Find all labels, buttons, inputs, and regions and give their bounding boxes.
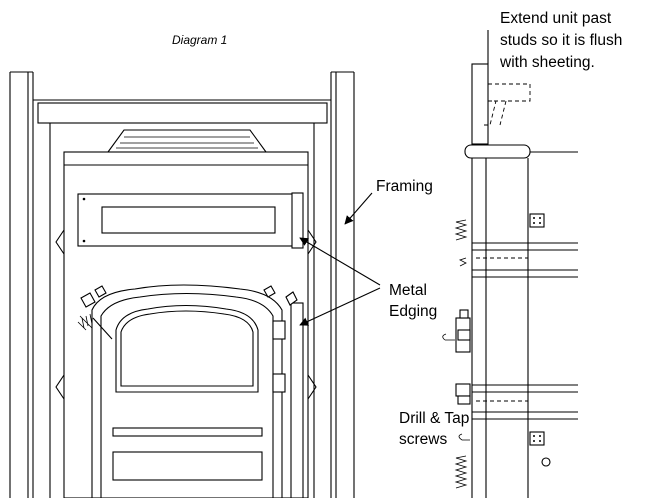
screw-mark [458, 433, 470, 441]
side-fastener [541, 457, 551, 467]
side-bracket-upper [529, 213, 545, 228]
metal-edging-arrow-lower [299, 287, 381, 326]
horizontal-framing [472, 242, 578, 420]
extend-label-line2: studs so it is flush [500, 32, 622, 49]
door-hinge-side [442, 309, 471, 405]
left-framing [9, 71, 51, 498]
metal-edging-label-line1: Metal [389, 282, 427, 299]
right-framing [313, 71, 355, 498]
side-view [442, 30, 578, 498]
drill-tap-label-line1: Drill & Tap [399, 410, 469, 427]
diagram-title: Diagram 1 [172, 33, 227, 47]
stove-door [77, 284, 298, 498]
left-bracket-upper [55, 229, 65, 255]
side-bracket-lower [529, 431, 545, 446]
unit-hood [106, 129, 268, 153]
ash-drawer [112, 427, 263, 481]
header-beam [33, 99, 331, 124]
vent-panel [77, 193, 302, 247]
metal-edging-arrow-upper [299, 237, 381, 286]
hidden-stud-dashed [487, 83, 531, 102]
unit-side-body [471, 158, 529, 498]
right-bracket-lower [307, 374, 317, 400]
framing-arrow [344, 192, 373, 225]
spring-upper [454, 219, 468, 241]
front-view: Diagram 1 [9, 33, 381, 499]
extend-label-line1: Extend unit past [500, 10, 612, 27]
top-flange [464, 144, 578, 159]
extend-label-line3: with sheeting. [499, 54, 595, 71]
metal-edging-strips [290, 192, 304, 499]
left-bracket-lower [55, 374, 65, 400]
framing-label: Framing [376, 178, 433, 195]
spring-lower [454, 455, 468, 489]
metal-edging-label-line2: Edging [389, 303, 437, 320]
drill-tap-label-line2: screws [399, 431, 447, 448]
flue-extension [471, 63, 489, 145]
right-bracket-upper [307, 229, 317, 255]
labels: Extend unit past studs so it is flush wi… [376, 10, 622, 448]
